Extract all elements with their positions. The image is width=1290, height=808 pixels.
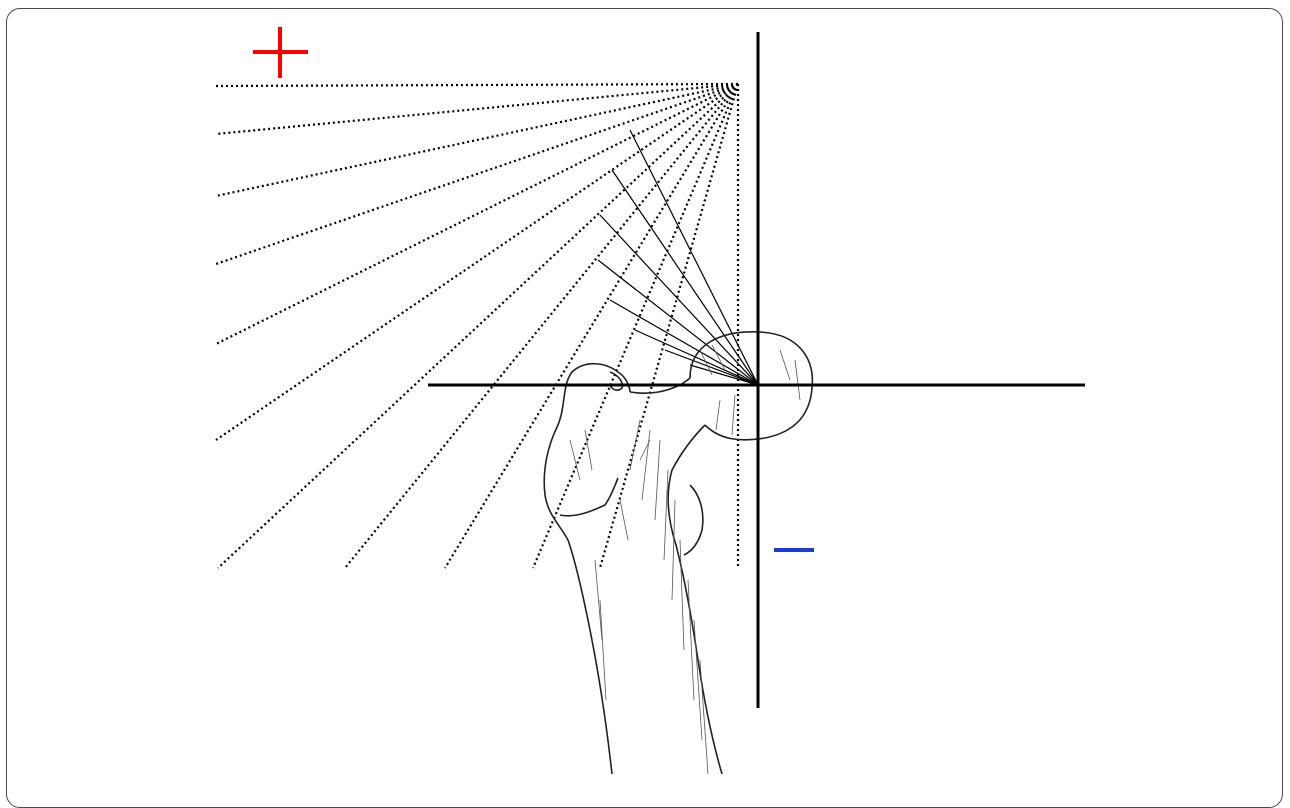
hatch-stroke: [693, 619, 703, 741]
hatch-stroke: [641, 429, 651, 501]
radial-line: [344, 83, 739, 569]
radial-line: [215, 83, 739, 441]
bone-shading: [569, 344, 801, 774]
hatch-stroke: [687, 579, 695, 701]
radial-line: [215, 82, 739, 88]
hatch-stroke: [715, 399, 721, 431]
radial-line: [215, 82, 739, 266]
hatch-stroke: [794, 359, 801, 401]
hatch-stroke: [663, 469, 669, 561]
solid-angle-line: [664, 349, 759, 386]
hatch-stroke: [731, 394, 736, 436]
femur-angle-diagram: [215, 27, 1085, 774]
hatch-stroke: [699, 349, 713, 376]
lesser-trochanter: [683, 484, 704, 556]
hatch-stroke: [639, 439, 651, 461]
solid-angle-line: [597, 259, 759, 386]
hatch-stroke: [584, 429, 593, 471]
trochanter-notch: [609, 371, 624, 391]
radial-line: [531, 83, 740, 569]
solid-angle-line: [599, 214, 759, 386]
hatch-stroke: [629, 419, 641, 471]
solid-angle-line: [629, 129, 759, 386]
radial-line: [444, 83, 739, 569]
solid-angle-line: [689, 364, 759, 386]
solid-angle-line: [609, 299, 759, 386]
hatch-stroke: [599, 599, 607, 701]
solid-angle-line: [611, 169, 759, 386]
radial-dotted-lines: [215, 82, 740, 569]
radial-line: [215, 82, 739, 198]
solid-angle-line: [634, 329, 759, 386]
hatch-stroke: [679, 539, 685, 651]
hatch-stroke: [671, 499, 676, 601]
hatch-stroke: [779, 349, 791, 381]
hatch-stroke: [619, 499, 629, 541]
figure-frame: [6, 8, 1283, 808]
hatch-stroke: [569, 439, 581, 481]
hatch-stroke: [711, 344, 726, 371]
femur-outline-right: [543, 362, 631, 774]
hatch-stroke: [699, 659, 709, 774]
radial-line: [215, 82, 739, 136]
hatch-stroke: [594, 559, 603, 641]
radial-line: [217, 83, 739, 569]
plus-sign-icon: [253, 27, 308, 78]
intertrochanteric-line: [559, 477, 619, 517]
femur-outline-left: [667, 424, 723, 774]
solid-angle-lines: [597, 129, 759, 386]
femur-bone: [543, 331, 814, 774]
radial-line: [215, 83, 739, 345]
hatch-stroke: [654, 439, 661, 521]
radial-line: [598, 83, 740, 569]
